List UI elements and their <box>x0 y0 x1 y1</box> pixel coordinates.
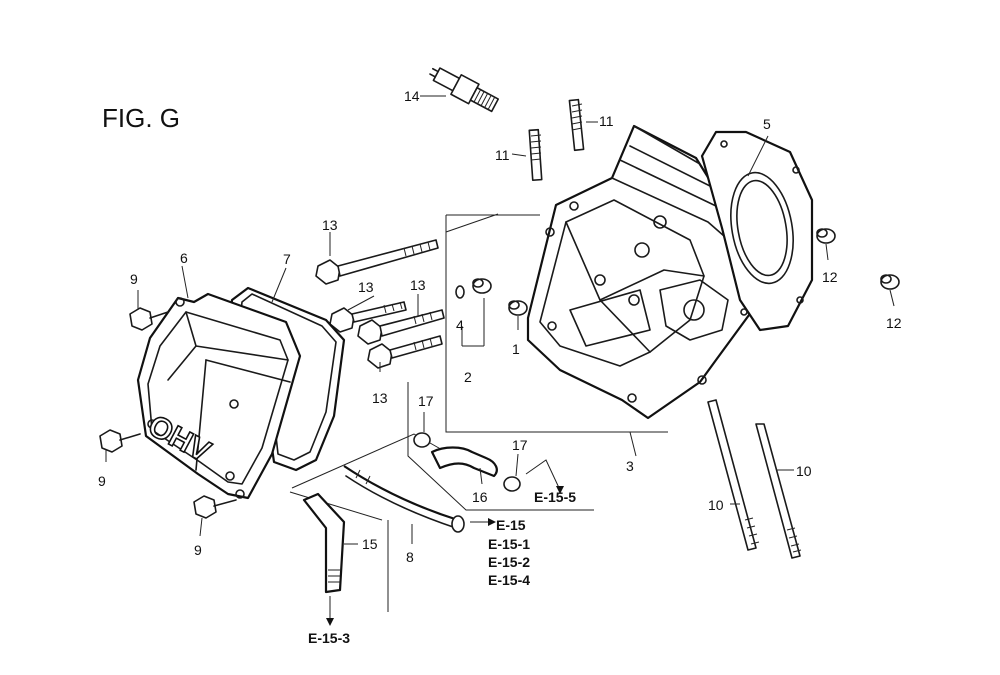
callout-11-upper: 11 <box>599 113 614 129</box>
callout-1: 1 <box>512 341 520 357</box>
ref-e-15-1[interactable]: E-15-1 <box>488 536 530 552</box>
ref-e-15-4[interactable]: E-15-4 <box>488 572 530 588</box>
bolt-lower-a <box>357 309 445 345</box>
cover-bolt-bottom <box>193 495 237 519</box>
hose-clip-right <box>503 476 521 492</box>
callout-17-left: 17 <box>418 393 434 409</box>
cap-nut-near <box>816 228 836 244</box>
callout-9-bottom: 9 <box>194 542 202 558</box>
callout-10-left: 10 <box>708 497 724 513</box>
dowel-pin <box>508 300 528 316</box>
vent-hose <box>430 446 498 478</box>
cover-bolt-left <box>99 429 141 453</box>
ref-e-15-2[interactable]: E-15-2 <box>488 554 530 570</box>
cover-bolt-top <box>129 307 169 331</box>
callout-13-mid: 13 <box>358 279 374 295</box>
callout-10-right: 10 <box>796 463 812 479</box>
bolt-long-upper <box>315 239 439 285</box>
stud-bolt-upper <box>568 98 585 152</box>
callout-13-right: 13 <box>410 277 426 293</box>
callout-5: 5 <box>763 116 771 132</box>
callout-13-bottom: 13 <box>372 390 388 406</box>
valve-seal <box>472 278 492 294</box>
head-gasket <box>700 130 814 332</box>
callout-6: 6 <box>180 250 188 266</box>
callout-2: 2 <box>464 369 472 385</box>
breather-hose <box>302 492 346 594</box>
callout-9-left: 9 <box>98 473 106 489</box>
callout-14: 14 <box>404 88 420 104</box>
callout-11-lower: 11 <box>495 147 510 163</box>
head-assembly-bracket <box>445 214 668 433</box>
bolt-mid <box>329 301 407 333</box>
callout-15: 15 <box>362 536 378 552</box>
callout-13-top: 13 <box>322 217 338 233</box>
head-bolt-left <box>707 399 760 551</box>
ref-e-15[interactable]: E-15 <box>496 517 526 533</box>
callout-9-top: 9 <box>130 271 138 287</box>
callout-4: 4 <box>456 317 464 333</box>
callout-12-near: 12 <box>822 269 838 285</box>
callout-8: 8 <box>406 549 414 565</box>
callout-7: 7 <box>283 251 291 267</box>
head-bolt-right <box>755 423 802 559</box>
o-ring <box>455 285 465 299</box>
callout-17-right: 17 <box>512 437 528 453</box>
spark-plug <box>429 67 500 113</box>
hose-clip-left <box>413 432 431 448</box>
callout-12-far: 12 <box>886 315 902 331</box>
head-cover: OHV <box>136 292 302 500</box>
ref-e-15-5[interactable]: E-15-5 <box>534 489 576 505</box>
breather-tube <box>343 465 465 533</box>
cap-nut-far <box>880 274 900 290</box>
figure-title: FIG. G <box>102 103 180 133</box>
stud-bolt-lower <box>528 128 543 182</box>
callout-16: 16 <box>472 489 488 505</box>
bolt-lower-b <box>367 335 443 369</box>
ref-e-15-3[interactable]: E-15-3 <box>308 630 350 646</box>
callout-3: 3 <box>626 458 634 474</box>
